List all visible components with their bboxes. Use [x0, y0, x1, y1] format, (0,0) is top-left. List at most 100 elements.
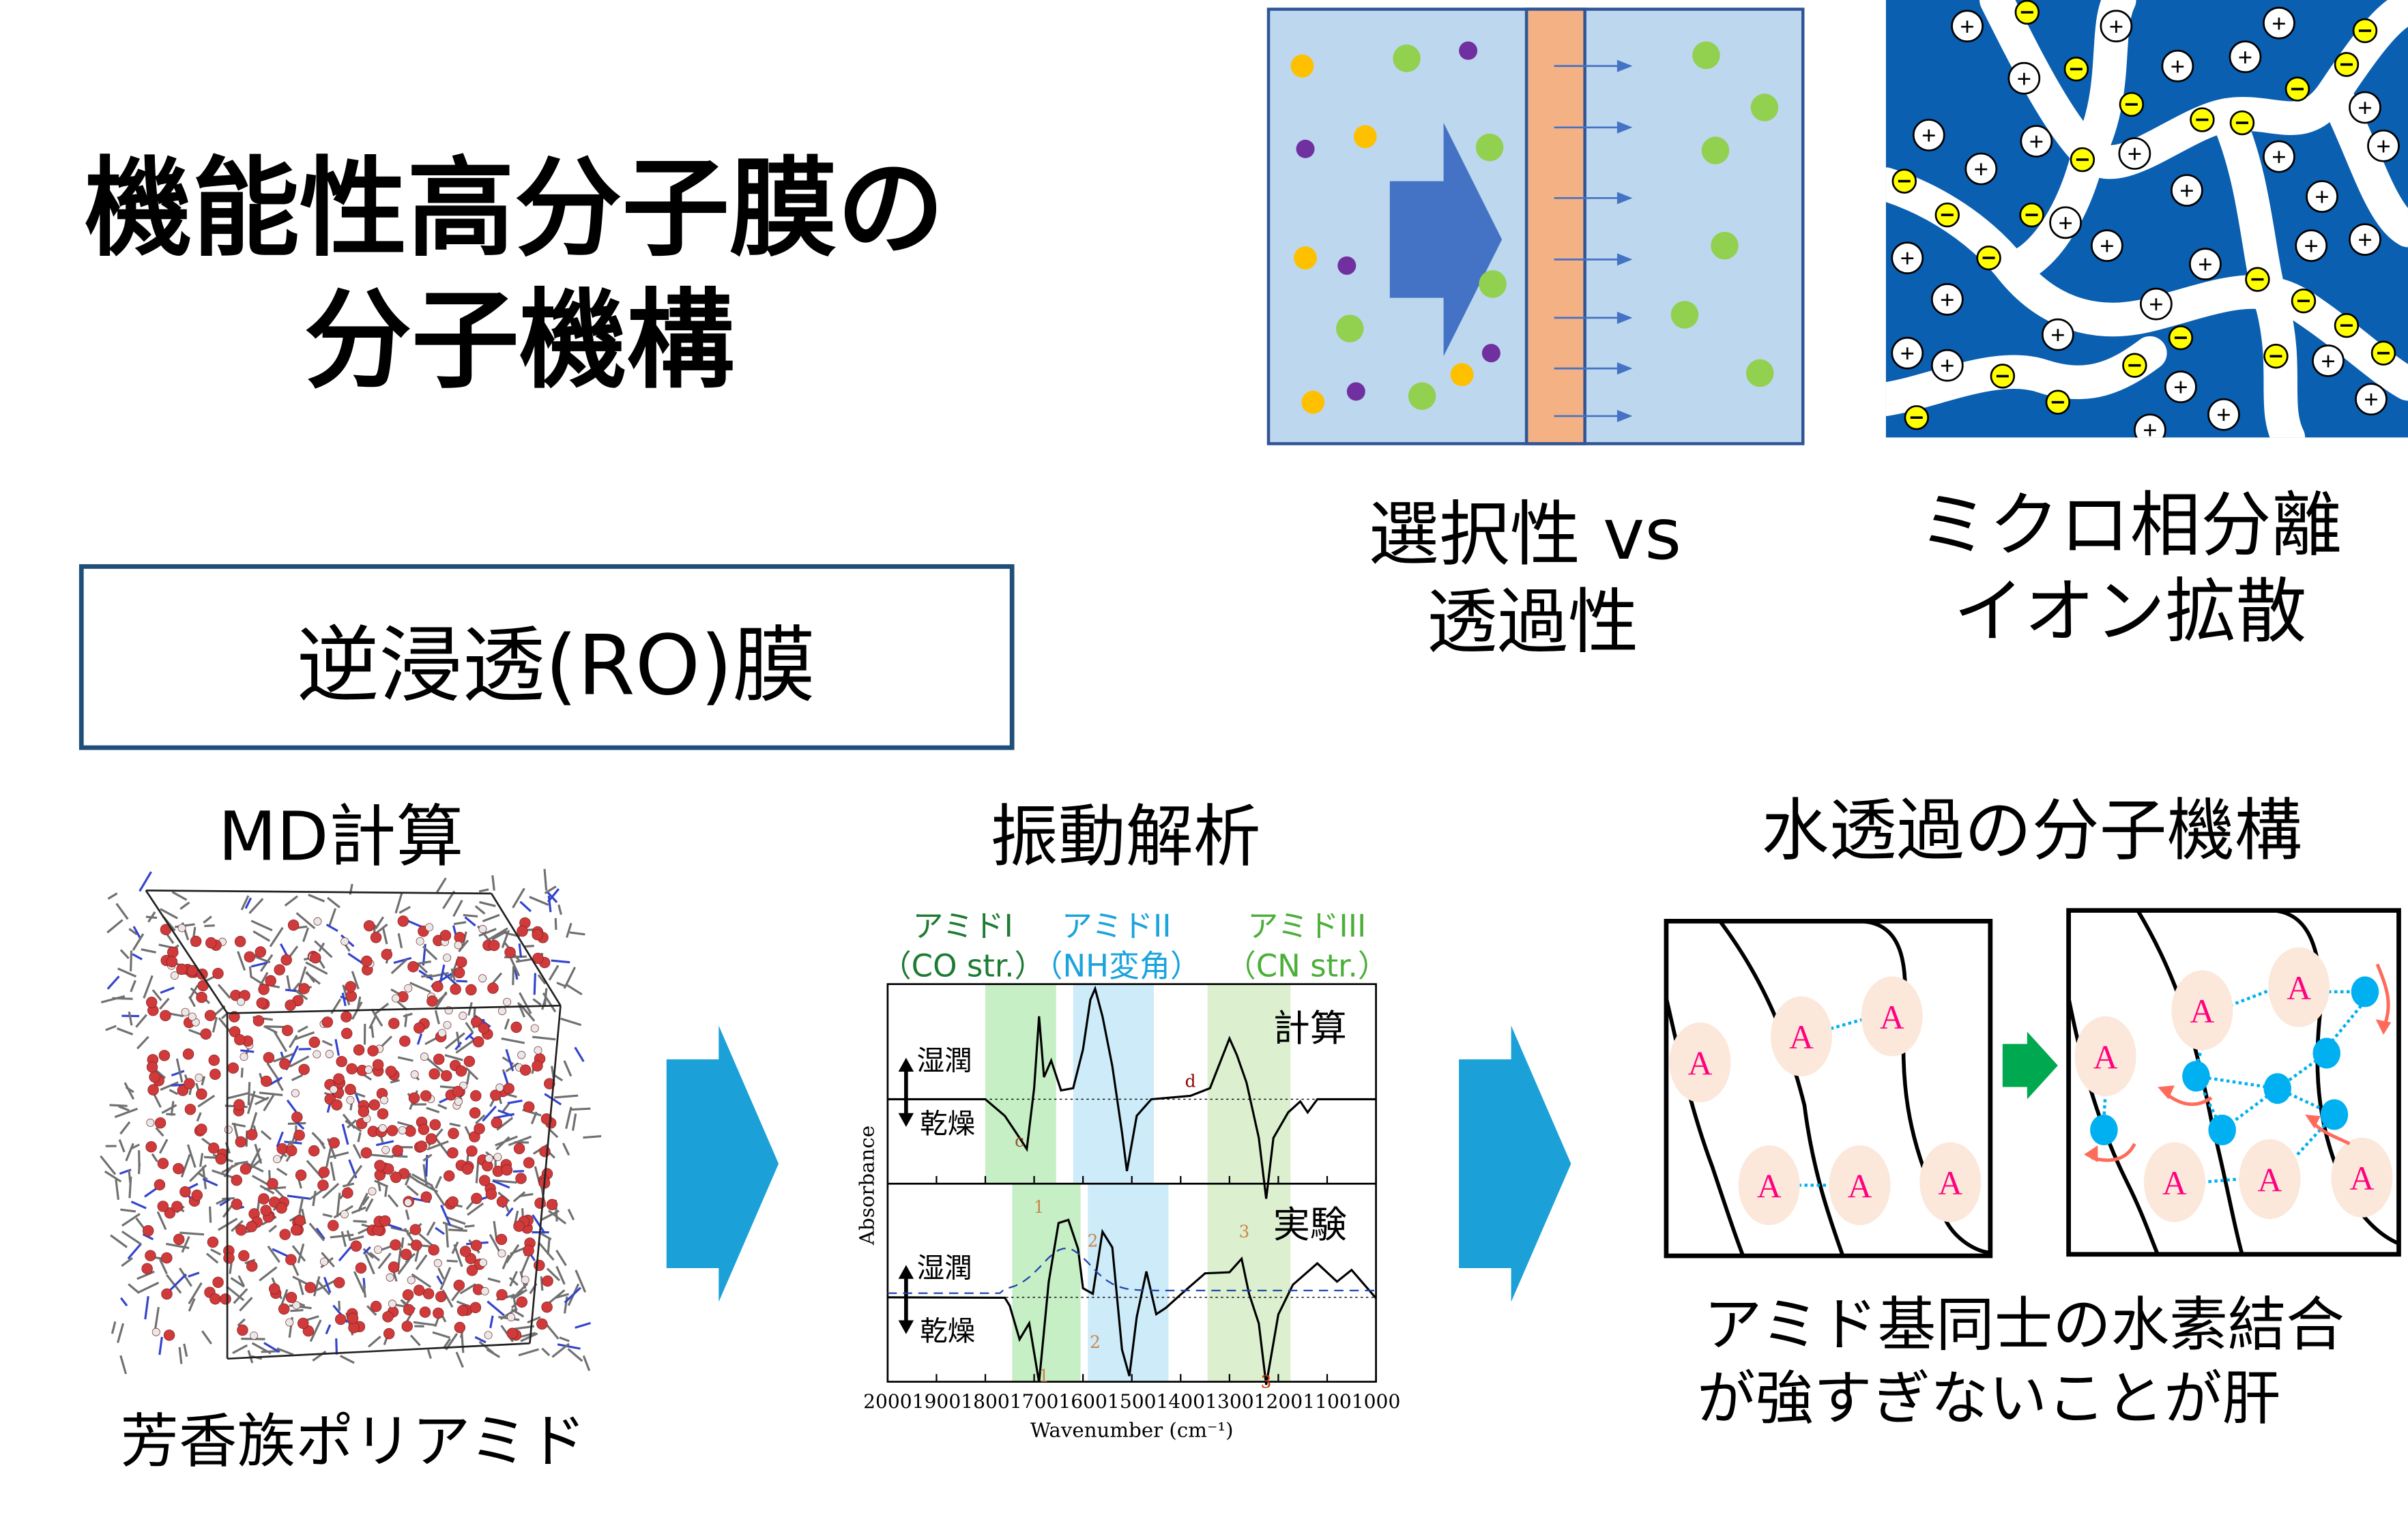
polymer-bond	[314, 940, 333, 958]
water-molecule	[2208, 1114, 2236, 1145]
anion	[1934, 202, 1960, 228]
water-molecule	[265, 975, 276, 986]
anion	[2168, 325, 2194, 351]
polymer-bond	[298, 966, 307, 987]
water-molecule	[310, 952, 321, 964]
plus-sign: +	[2179, 177, 2194, 206]
water-molecule	[544, 1078, 555, 1089]
water-molecule	[516, 1296, 528, 1308]
polymer-bond	[308, 1222, 325, 1242]
polymer-bond	[188, 1272, 200, 1278]
polymer-bond	[128, 1283, 139, 1293]
amide-group: A	[1669, 1022, 1731, 1102]
polymer-bond	[559, 1336, 570, 1342]
solute-particle	[1296, 139, 1315, 158]
water-molecule	[298, 1317, 309, 1330]
polymer-bond	[459, 1282, 477, 1295]
amide-group: A	[1770, 996, 1833, 1076]
polymer-bond	[248, 898, 264, 914]
polymer-bond	[497, 1109, 513, 1117]
simulation-box-edge	[227, 1342, 530, 1360]
water-molecule	[258, 984, 270, 995]
arrowhead-icon	[2305, 1114, 2321, 1129]
polymer-bond	[135, 1014, 147, 1028]
polymer-bond	[127, 1243, 143, 1260]
water-molecule	[317, 1179, 329, 1191]
water-molecule	[401, 1321, 413, 1332]
polymer-bond	[250, 1093, 268, 1101]
water-molecule	[190, 935, 202, 948]
plus-sign: +	[2016, 65, 2031, 93]
microphase-caption-line2: イオン拡散	[1954, 571, 2307, 653]
polymer-bond	[322, 1213, 333, 1218]
polymer-bond	[479, 900, 496, 907]
water-molecule	[256, 997, 268, 1009]
anion	[2370, 340, 2396, 366]
polymer-bond	[121, 1230, 142, 1246]
water-molecule	[154, 1117, 166, 1129]
polymer-bond	[575, 1321, 591, 1329]
polymer-bond	[512, 1170, 524, 1173]
water-particle	[1750, 93, 1779, 121]
band-highlight	[1073, 984, 1154, 1184]
water-molecule	[182, 1048, 194, 1060]
water-molecule	[291, 1089, 300, 1098]
polymer-bond	[546, 1267, 561, 1282]
simulation-box-edge	[491, 893, 562, 1006]
water-molecule	[163, 1330, 175, 1341]
band-highlight	[1012, 1184, 1081, 1382]
amide-node	[2268, 947, 2330, 1027]
polymer-bond	[532, 998, 542, 1006]
cation-site: +	[2263, 6, 2295, 40]
water-molecule	[416, 937, 424, 945]
polymer-bond	[562, 1143, 570, 1156]
water-molecule	[291, 1111, 303, 1123]
amide-label: A	[2287, 969, 2311, 1007]
water-molecule	[453, 1279, 465, 1291]
water-molecule	[367, 1045, 379, 1057]
plus-icon	[2100, 10, 2133, 43]
cation-site: +	[2171, 174, 2203, 207]
amide-label: A	[2162, 1164, 2187, 1202]
solute-particle	[1337, 256, 1357, 275]
amide-node	[1861, 976, 1923, 1057]
polymer-bond	[439, 1267, 452, 1291]
polymer-bond	[115, 902, 129, 920]
plus-sign: +	[2127, 141, 2142, 169]
cation-site: +	[2161, 49, 2194, 83]
water-molecule	[381, 1145, 390, 1154]
polymer-bond	[460, 1329, 465, 1353]
polymer-bond	[298, 1197, 304, 1214]
polymer-bond	[437, 1267, 445, 1280]
plus-sign: +	[1921, 122, 1936, 151]
arrowhead-icon	[2375, 1019, 2392, 1035]
water-molecule	[141, 1263, 153, 1275]
polymer-bond	[313, 1276, 321, 1297]
polymer-bond	[325, 1145, 332, 1168]
water-molecule	[388, 1299, 396, 1308]
ro-membrane-box	[78, 564, 1015, 750]
polymer-bond	[217, 984, 231, 999]
polymer-bond	[371, 1154, 394, 1158]
polymer-bond	[169, 1089, 179, 1096]
polymer-bond	[569, 931, 585, 936]
polymer-bond	[353, 1220, 367, 1223]
water-molecule	[181, 1008, 190, 1016]
water-molecule	[246, 1129, 258, 1141]
polymer-bond	[555, 1265, 566, 1285]
water-caption-line2: が強すぎないことが肝	[1697, 1366, 2280, 1433]
water-molecule	[160, 1010, 171, 1022]
plus-icon	[2263, 140, 2295, 173]
polymer-bond	[386, 1223, 403, 1231]
water-molecule	[517, 1051, 526, 1059]
water-molecule	[390, 1239, 401, 1251]
water-molecule	[388, 1018, 400, 1029]
polymer-bond	[166, 1242, 190, 1250]
polymer-bond	[309, 1319, 322, 1342]
polymer-bond	[216, 1198, 227, 1205]
water-molecule	[196, 1123, 207, 1135]
polymer-bond	[554, 1094, 579, 1099]
cation-site: +	[2164, 370, 2197, 404]
polymer-bond	[201, 1330, 213, 1345]
polymer-bond	[411, 1173, 433, 1187]
